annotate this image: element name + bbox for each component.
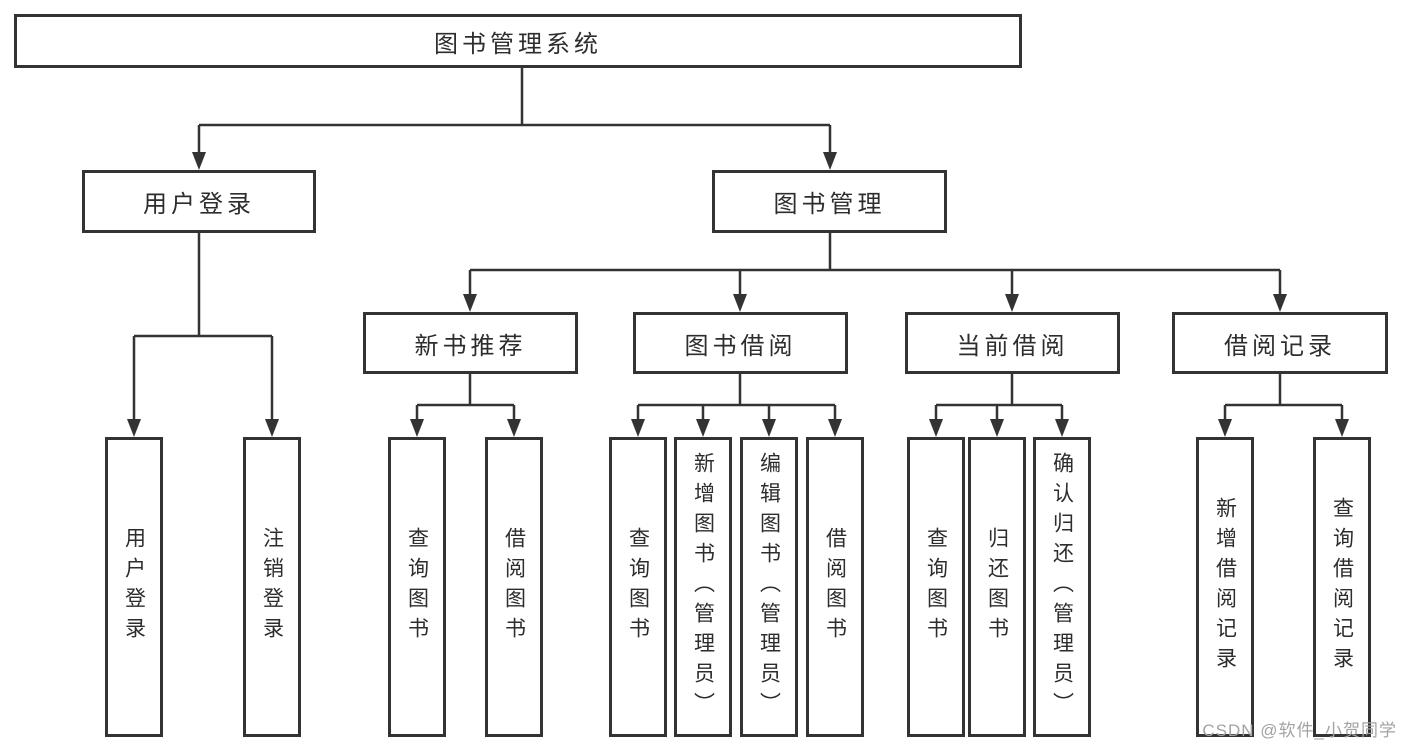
arrowhead — [1055, 419, 1069, 437]
leaf-query-books: 查询图书 — [388, 437, 446, 737]
leaf-confirm-return-admin: 确认归还（管理员） — [1033, 437, 1091, 737]
wire-root — [192, 68, 837, 170]
node-current-borrow: 当前借阅 — [905, 312, 1120, 374]
node-new-book-recommend: 新书推荐 — [363, 312, 578, 374]
leaf-borrow-books-2: 借阅图书 — [806, 437, 864, 737]
arrowhead — [828, 419, 842, 437]
arrowhead — [127, 419, 141, 437]
arrowhead — [1273, 294, 1287, 312]
leaf-logout: 注销登录 — [243, 437, 301, 737]
arrowhead — [929, 419, 943, 437]
arrowhead — [696, 419, 710, 437]
arrowhead — [1005, 294, 1019, 312]
wire-book-borrow — [631, 374, 842, 437]
leaf-borrow-books: 借阅图书 — [485, 437, 543, 737]
arrowhead — [463, 294, 477, 312]
arrowhead — [192, 152, 206, 170]
arrowhead — [990, 419, 1004, 437]
arrowhead — [1218, 419, 1232, 437]
node-root: 图书管理系统 — [14, 14, 1022, 68]
leaf-edit-book-admin: 编辑图书（管理员） — [740, 437, 798, 737]
arrowhead — [733, 294, 747, 312]
arrowhead — [410, 419, 424, 437]
leaf-add-book-admin: 新增图书（管理员） — [674, 437, 732, 737]
node-book-borrow: 图书借阅 — [633, 312, 848, 374]
csdn-watermark: CSDN @软件_小贺同学 — [1202, 721, 1397, 740]
leaf-return-book: 归还图书 — [968, 437, 1026, 737]
wire-borrow-record — [1218, 374, 1349, 437]
wire-user-login — [127, 233, 279, 437]
arrowhead — [823, 152, 837, 170]
wire-new-book-recommend — [410, 374, 521, 437]
arrowhead — [762, 419, 776, 437]
arrowhead — [507, 419, 521, 437]
wire-book-management — [463, 233, 1287, 312]
leaf-add-borrow-record: 新增借阅记录 — [1196, 437, 1254, 737]
leaf-query-borrow-record: 查询借阅记录 — [1313, 437, 1371, 737]
wire-current-borrow — [929, 374, 1069, 437]
node-book-management: 图书管理 — [712, 170, 947, 233]
leaf-user-login: 用户登录 — [105, 437, 163, 737]
leaf-query-books-3: 查询图书 — [907, 437, 965, 737]
leaf-query-books-2: 查询图书 — [609, 437, 667, 737]
node-user-login: 用户登录 — [82, 170, 316, 233]
node-borrow-record: 借阅记录 — [1172, 312, 1388, 374]
arrowhead — [631, 419, 645, 437]
arrowhead — [265, 419, 279, 437]
arrowhead — [1335, 419, 1349, 437]
